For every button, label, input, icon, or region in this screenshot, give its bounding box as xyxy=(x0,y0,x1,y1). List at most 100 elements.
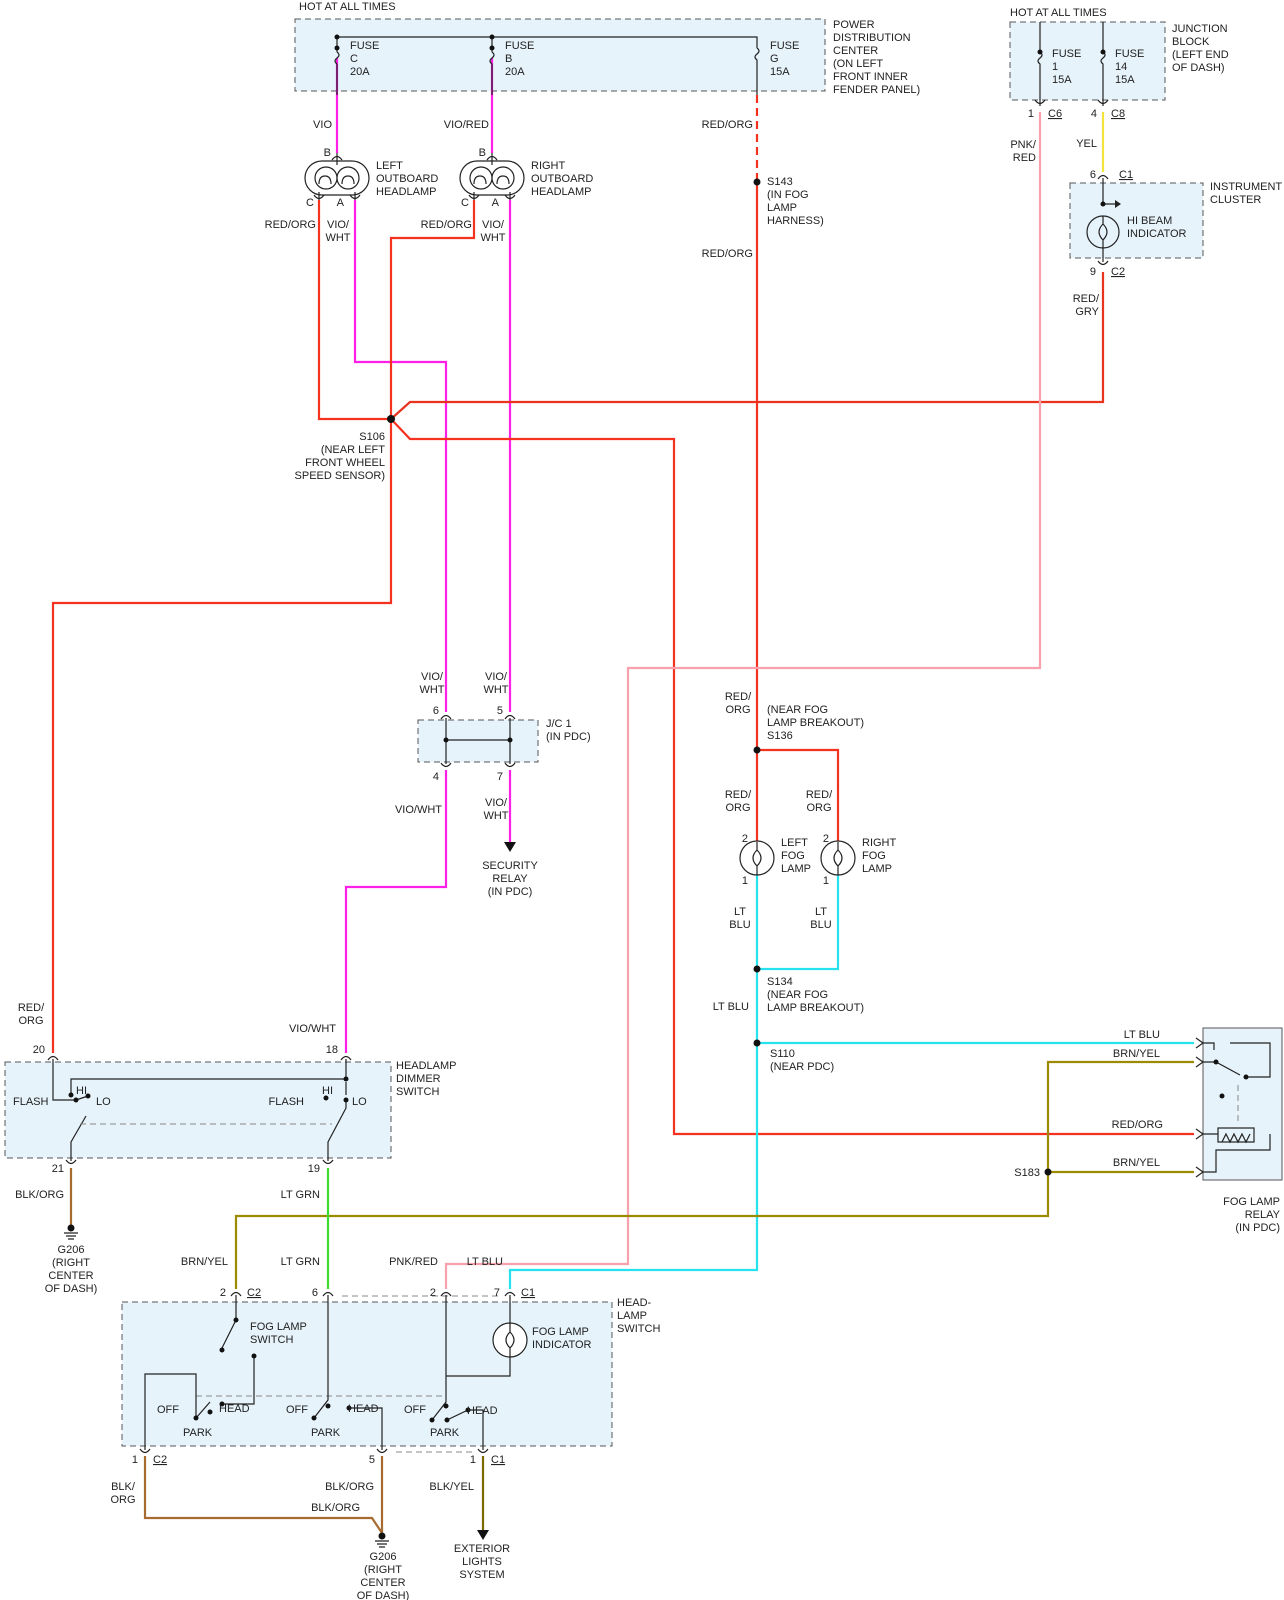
label-hi: HI xyxy=(322,1085,333,1097)
label-red-org-hl: RED/ORG xyxy=(421,219,472,231)
label-pin7-c1: 7 xyxy=(494,1287,500,1299)
wire-pnk-red xyxy=(444,112,1042,1289)
label-vio-wht-2: VIO/WHT xyxy=(480,219,505,244)
label-c6: C6 xyxy=(1048,108,1062,120)
power-distribution-center-box xyxy=(294,18,826,92)
wire-red-org-relay xyxy=(390,418,1194,1136)
label-park: PARK xyxy=(183,1427,213,1439)
fuse-b-icon xyxy=(489,51,495,65)
label-pin2: 2 xyxy=(823,833,829,845)
headlamp-switch-contacts xyxy=(144,1295,528,1450)
label-flash: FLASH xyxy=(13,1096,49,1108)
label-red-org-s136: RED/ORG xyxy=(725,691,752,716)
label-vio-red: VIO/RED xyxy=(444,119,489,131)
label-vio-wht-18: VIO/WHT xyxy=(289,1023,336,1035)
headlamp-switch-box xyxy=(121,1301,613,1447)
label-pin-c: C xyxy=(306,197,314,209)
label-pin20: 20 xyxy=(33,1044,45,1056)
right-headlamp-icon xyxy=(459,153,525,200)
wire-brn-yel-switch xyxy=(234,1172,1050,1289)
label-red-org-20: RED/ORG xyxy=(18,1002,45,1027)
splice-s106 xyxy=(387,415,395,423)
arrow-security-icon xyxy=(504,842,516,852)
junction-block-box xyxy=(1009,21,1166,101)
label-off: OFF xyxy=(404,1404,426,1416)
label-hot2: HOT AT ALL TIMES xyxy=(1010,7,1107,19)
label-c2-sw: C2 xyxy=(247,1287,261,1299)
label-s110: S110(NEAR PDC) xyxy=(770,1048,834,1073)
label-head: HEAD xyxy=(348,1403,379,1415)
label-pin6-sw: 6 xyxy=(312,1287,318,1299)
label-pin-a: A xyxy=(492,197,500,209)
label-pin1-c1b: 1 xyxy=(470,1454,476,1466)
label-lo: LO xyxy=(352,1096,367,1108)
jb-node-14 xyxy=(1100,49,1106,55)
label-park: PARK xyxy=(430,1427,460,1439)
left-headlamp-icon xyxy=(304,153,370,200)
jc1-node-r xyxy=(507,737,513,743)
label-pnk-red-sw: PNK/RED xyxy=(389,1256,438,1268)
pdc-bus xyxy=(337,36,758,48)
label-c2-bot: C2 xyxy=(153,1454,167,1466)
ground-g206-bottom-icon xyxy=(375,1532,389,1548)
ic-node xyxy=(1100,201,1106,207)
jb-node-1 xyxy=(1037,49,1043,55)
splice-s136 xyxy=(753,746,761,754)
label-brn-yel-sw: BRN/YEL xyxy=(181,1256,228,1268)
label-pin1: 1 xyxy=(742,875,748,887)
label-vio-wht-2: VIO/WHT xyxy=(325,219,350,244)
label-pin-a: A xyxy=(337,197,345,209)
label-red-org-fl: RED/ORG xyxy=(725,789,752,814)
label-pin19: 19 xyxy=(308,1163,320,1175)
jc1-box xyxy=(417,719,539,763)
fuse-g-icon xyxy=(754,47,760,95)
wire-red-org-right-fog xyxy=(757,748,840,842)
fuse-leads xyxy=(336,64,493,95)
label-red-org-fr: RED/ORG xyxy=(806,789,833,814)
headlamp-dimmer-switch-box xyxy=(4,1061,392,1159)
left-fog-lamp-icon xyxy=(739,840,775,876)
label-pin7: 7 xyxy=(497,771,503,783)
wire-vio-wht-dimmer xyxy=(344,770,448,1053)
label-hot1: HOT AT ALL TIMES xyxy=(299,1,396,13)
label-vio-wht-below-r: VIO/WHT xyxy=(483,797,508,822)
label-off: OFF xyxy=(286,1404,308,1416)
jc1-node-l xyxy=(443,737,449,743)
label-head: HEAD xyxy=(219,1403,250,1415)
hi-beam-filament-icon xyxy=(1098,216,1108,248)
wire-red-org-right-headlamp xyxy=(389,200,476,419)
label-brn-yel-relay: BRN/YEL xyxy=(1113,1048,1160,1060)
label-c2-ic: C2 xyxy=(1111,266,1125,278)
wire-lt-blu-left-fog xyxy=(508,875,759,1289)
label-pin-c: C xyxy=(461,197,469,209)
label-park: PARK xyxy=(311,1427,341,1439)
label-yel: YEL xyxy=(1076,138,1097,150)
label-pin4: 4 xyxy=(433,771,439,783)
label-lo: LO xyxy=(96,1096,111,1108)
label-pin-b: B xyxy=(479,147,486,159)
label-pin5-bot: 5 xyxy=(369,1454,375,1466)
right-fog-lamp-icon xyxy=(820,840,856,876)
label-lt-blu-sw: LT BLU xyxy=(467,1256,503,1268)
